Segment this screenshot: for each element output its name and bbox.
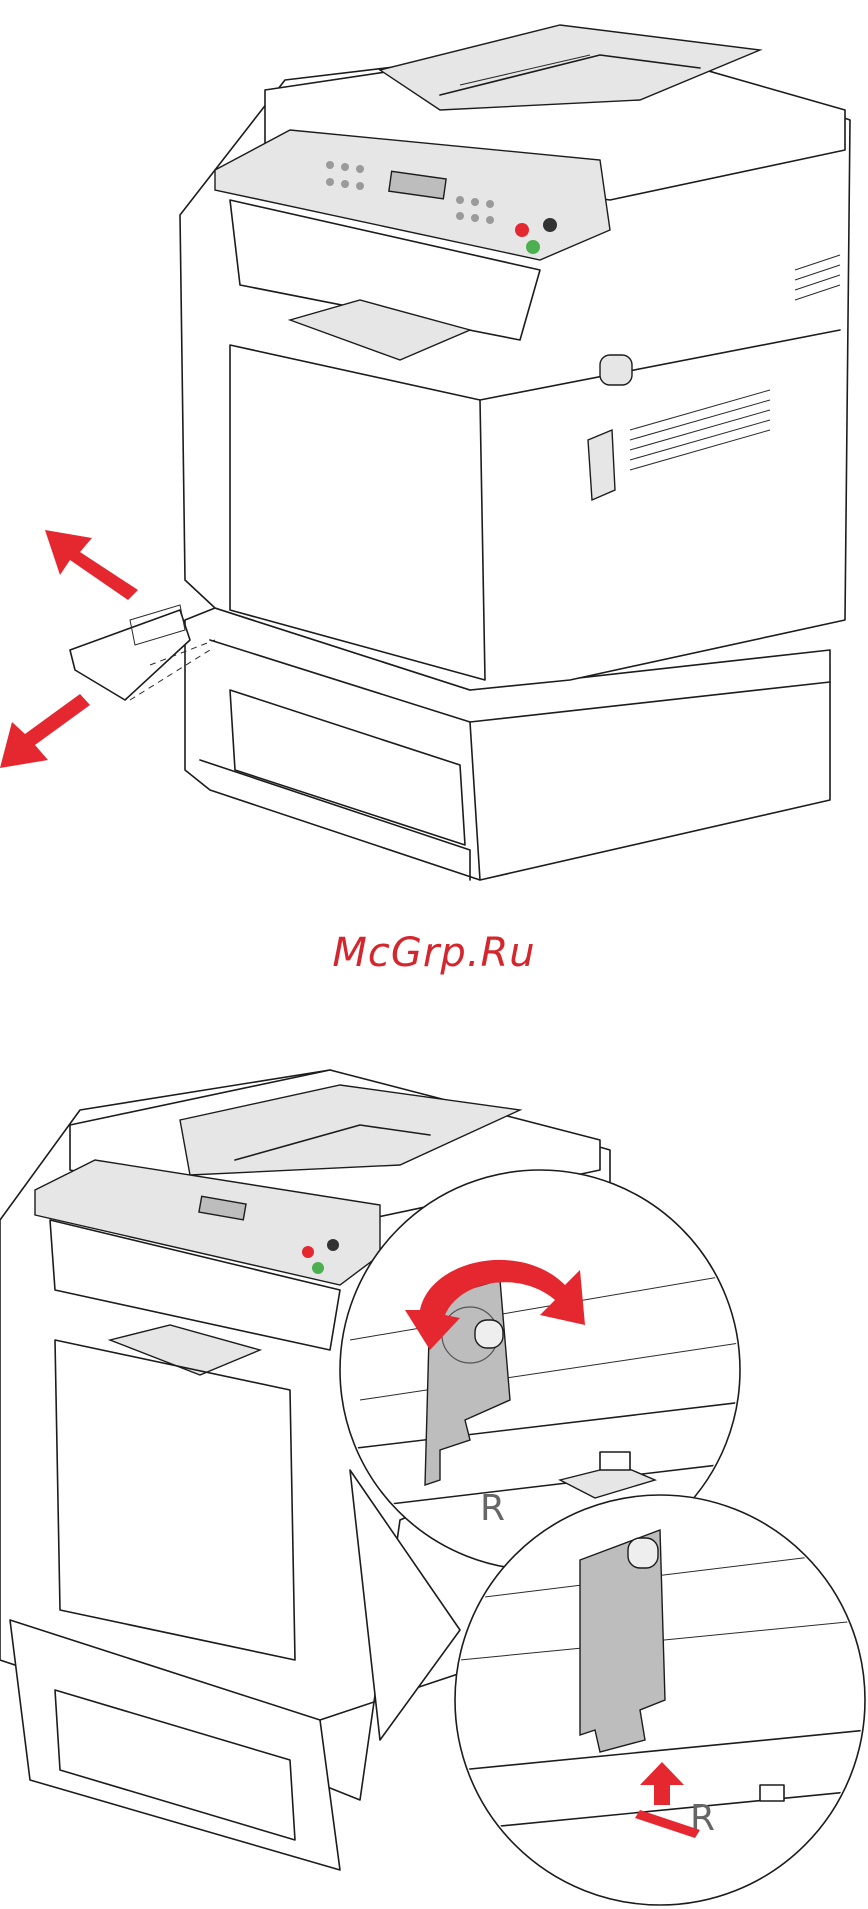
thumbscrew-top-icon	[475, 1320, 503, 1348]
start-button-icon	[526, 240, 540, 254]
stop-button-icon	[515, 223, 529, 237]
printer-figure-top	[0, 0, 868, 920]
cover-piece	[70, 610, 190, 700]
watermark-text: McGrp.Ru	[0, 930, 868, 976]
side-handle	[588, 430, 615, 500]
marker-letter-top: R	[480, 1488, 505, 1529]
printer-illustration-bottom: R R	[0, 1040, 868, 1909]
printer-figure-bottom: R R	[0, 1040, 868, 1909]
arrow-up-left-icon	[45, 530, 138, 600]
thumbscrew-bottom-icon	[628, 1538, 658, 1568]
arrow-down-left-icon	[0, 694, 90, 768]
side-latch	[600, 355, 632, 385]
printer-illustration-top	[0, 0, 868, 920]
power-button-icon	[543, 218, 557, 232]
